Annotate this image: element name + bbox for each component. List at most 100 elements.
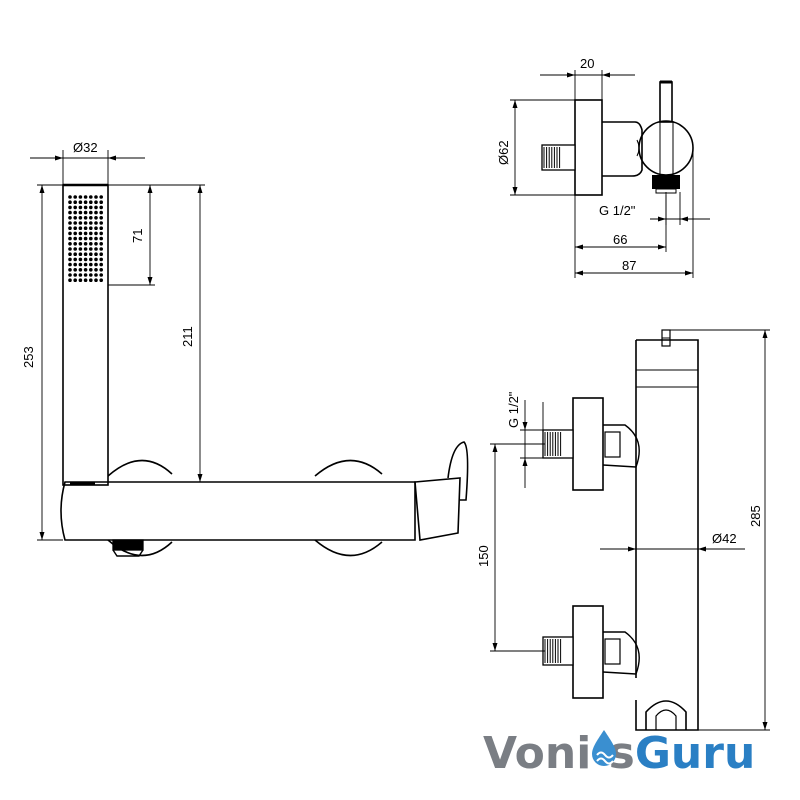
side-view-mixer: 20 Ø62 G 1/2" 66 87 <box>496 56 710 278</box>
nozzle-dot <box>89 205 93 210</box>
mixer-lever <box>414 477 461 541</box>
dim-285: 285 <box>748 505 763 527</box>
nozzle-dot <box>68 257 72 262</box>
dim-87: 87 <box>622 258 636 273</box>
nozzle-dot <box>68 268 72 272</box>
nozzle-dot <box>99 226 103 230</box>
nozzle-dot <box>78 242 83 246</box>
nozzle-dot <box>78 278 83 283</box>
nozzle-dot <box>89 195 93 199</box>
nozzle-dot <box>73 262 77 267</box>
nozzle-dot <box>99 242 103 246</box>
nozzle-dot <box>89 221 93 225</box>
nozzle-dot <box>99 231 103 236</box>
nozzle-dot <box>89 252 93 256</box>
nozzle-dot <box>68 200 72 204</box>
nozzle-dot <box>94 242 98 246</box>
nozzle-dot <box>73 278 77 283</box>
nozzle-dot <box>89 236 93 241</box>
nozzle-dot <box>73 257 77 262</box>
nozzle-dot <box>78 257 83 262</box>
nozzle-dot <box>68 262 72 267</box>
right-rosette <box>314 459 383 557</box>
nozzle-dot <box>78 262 83 267</box>
nozzle-dot <box>73 216 77 220</box>
nozzle-dot <box>73 221 77 225</box>
nozzle-dot <box>94 231 98 236</box>
nozzle-dot <box>89 210 93 215</box>
thread-connector <box>543 147 561 168</box>
nozzle-dot <box>83 236 88 241</box>
nozzle-dot <box>68 273 72 277</box>
nozzle-dot <box>99 221 103 225</box>
nozzle-dot <box>68 205 72 210</box>
nozzle-dot <box>78 247 83 251</box>
dim-211: 211 <box>180 326 195 347</box>
nozzle-dot <box>83 278 88 283</box>
nozzle-dot <box>73 273 77 277</box>
nozzle-dot <box>73 252 77 256</box>
nozzle-dot <box>68 242 72 246</box>
nozzle-dot <box>78 231 83 236</box>
front-view-mixer: Ø32 253 211 71 <box>21 140 469 557</box>
nozzle-dot <box>68 195 72 199</box>
nozzle-dot <box>94 226 98 230</box>
upper-rosette <box>572 397 604 491</box>
nozzle-dot <box>73 195 77 199</box>
dim-phi32: Ø32 <box>73 140 98 155</box>
nozzle-dot <box>83 216 88 220</box>
nozzle-dot <box>99 262 103 267</box>
nozzle-dot <box>94 200 98 204</box>
nozzle-dot <box>89 273 93 277</box>
nozzle-dot <box>94 205 98 210</box>
side-rosette <box>574 99 603 196</box>
nozzle-dot <box>73 226 77 230</box>
nozzle-dot <box>99 205 103 210</box>
nozzle-dot <box>83 195 88 199</box>
thread-connector <box>544 639 562 663</box>
nozzle-dot <box>99 216 103 220</box>
rear-view-mixer: G 1/2" 150 Ø42 285 <box>476 329 770 731</box>
nozzle-dot <box>99 273 103 277</box>
dim-66: 66 <box>613 232 627 247</box>
nozzle-dot <box>83 221 88 225</box>
nozzle-dot <box>94 221 98 225</box>
logo-text: Voni sGuru <box>483 728 755 779</box>
nozzle-dot <box>99 195 103 199</box>
nozzle-dot <box>89 200 93 204</box>
nozzle-dot <box>94 273 98 277</box>
nozzle-dot <box>78 200 83 204</box>
nozzle-dot <box>73 268 77 272</box>
nozzle-dot <box>73 231 77 236</box>
dim-253: 253 <box>21 346 36 368</box>
nozzle-dot <box>83 247 88 251</box>
nozzle-dot <box>94 210 98 215</box>
nozzle-dot <box>68 252 72 256</box>
nozzle-dot <box>83 210 88 215</box>
dim-phi42: Ø42 <box>712 531 737 546</box>
nozzle-dot <box>78 216 83 220</box>
nozzle-dot <box>73 205 77 210</box>
nozzle-dot <box>89 268 93 272</box>
nozzle-dot <box>78 236 83 241</box>
nozzle-dot <box>83 252 88 256</box>
nozzle-dot <box>83 200 88 204</box>
nozzle-dot <box>94 236 98 241</box>
nozzle-dot <box>83 273 88 277</box>
nozzle-dot <box>73 242 77 246</box>
dim-20: 20 <box>580 56 594 71</box>
nozzle-dot <box>89 226 93 230</box>
nozzle-dot <box>83 257 88 262</box>
nozzle-dot <box>78 273 83 277</box>
nozzle-dot <box>83 242 88 246</box>
nozzle-dot <box>94 257 98 262</box>
nozzle-dot <box>83 205 88 210</box>
nozzle-dot <box>94 195 98 199</box>
water-drop-icon <box>592 730 616 766</box>
nozzle-dot <box>99 257 103 262</box>
nozzle-dot <box>68 278 72 283</box>
outlet-nut <box>112 539 144 551</box>
dim-71: 71 <box>130 229 145 243</box>
